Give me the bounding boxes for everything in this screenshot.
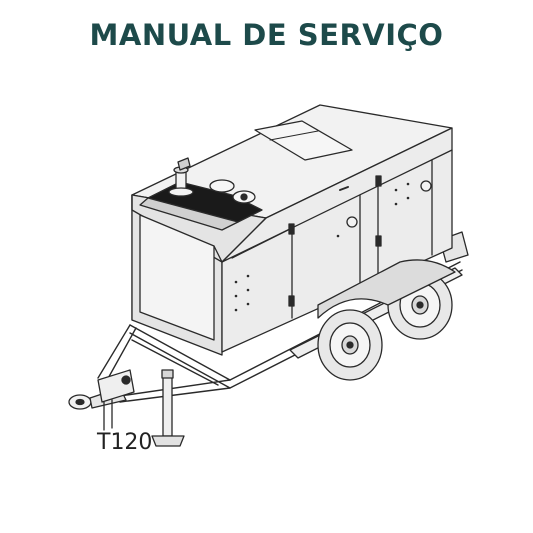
door-handle-icon <box>288 175 432 307</box>
wheel-icon-front <box>317 309 383 381</box>
wheel-fender <box>317 259 456 319</box>
jack-stand-icon <box>151 369 185 447</box>
hitch-coupler <box>68 369 135 431</box>
fuel-cap-icon <box>209 179 235 193</box>
exhaust-stack-icon <box>168 157 194 197</box>
enclosure <box>131 104 453 356</box>
roof-hatch <box>254 120 353 161</box>
enclosure-doors <box>231 159 433 319</box>
enclosure-vents <box>234 182 410 312</box>
model-label: T120 <box>97 430 153 455</box>
page-title: MANUAL DE SERVIÇO <box>89 18 444 52</box>
